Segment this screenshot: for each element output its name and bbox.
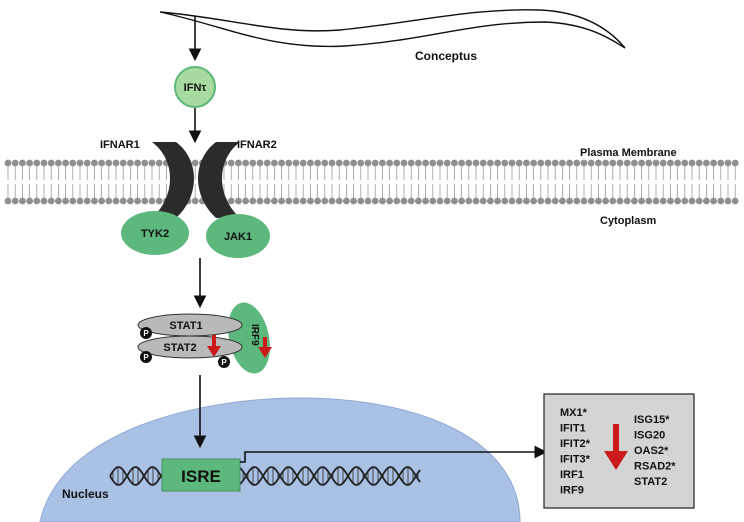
ifnar1-receptor (152, 142, 194, 218)
ifnar2-receptor (198, 142, 240, 218)
gene-label: RSAD2* (634, 461, 676, 473)
gene-label: IRF9 (560, 485, 584, 497)
tyk2-label: TYK2 (141, 228, 169, 240)
plasma-membrane (4, 159, 739, 205)
isre-label: ISRE (181, 467, 221, 486)
svg-text:P: P (221, 358, 227, 367)
gene-label: IFIT3* (560, 454, 591, 466)
tyk2-kinase (121, 211, 189, 255)
ifnar1-label: IFNAR1 (100, 139, 140, 151)
gene-label: STAT2 (634, 476, 667, 488)
conceptus (159, 9, 626, 49)
nucleus-label: Nucleus (62, 487, 109, 501)
plasma-membrane-label: Plasma Membrane (580, 147, 677, 159)
gene-label: ISG15* (634, 414, 670, 426)
irf9-down-arrow-icon (258, 337, 272, 358)
phosphate-icon: P (218, 356, 230, 368)
gene-label: IFIT2* (560, 438, 591, 450)
nucleus (39, 397, 521, 522)
arrow-isre-to-genes (240, 445, 548, 463)
ifnt-ligand (174, 66, 216, 108)
jak1-kinase (206, 214, 270, 258)
cytoplasm-label: Cytoplasm (600, 215, 656, 227)
gene-label: ISG20 (634, 430, 665, 442)
jak1-label: JAK1 (224, 231, 252, 243)
gene-label: IFIT1 (560, 423, 586, 435)
phosphate-icon: P (140, 351, 152, 363)
conceptus-label: Conceptus (415, 49, 477, 63)
irf9-protein (228, 302, 270, 374)
irf9-label: IRF9 (249, 324, 260, 346)
stat2-down-arrow-icon (207, 335, 221, 357)
gene-label: MX1* (560, 407, 588, 419)
ifnt-label: IFNτ (184, 82, 207, 94)
svg-text:P: P (143, 353, 149, 362)
gene-label: IRF1 (560, 469, 584, 481)
stat1-label: STAT1 (169, 320, 202, 332)
isre-element (161, 458, 241, 492)
svg-text:P: P (143, 329, 149, 338)
gene-label: OAS2* (634, 445, 669, 457)
phosphate-icon: P (140, 327, 152, 339)
stat2-label: STAT2 (163, 342, 196, 354)
gene-down-arrow-icon (604, 424, 628, 470)
ifnar2-label: IFNAR2 (237, 139, 277, 151)
